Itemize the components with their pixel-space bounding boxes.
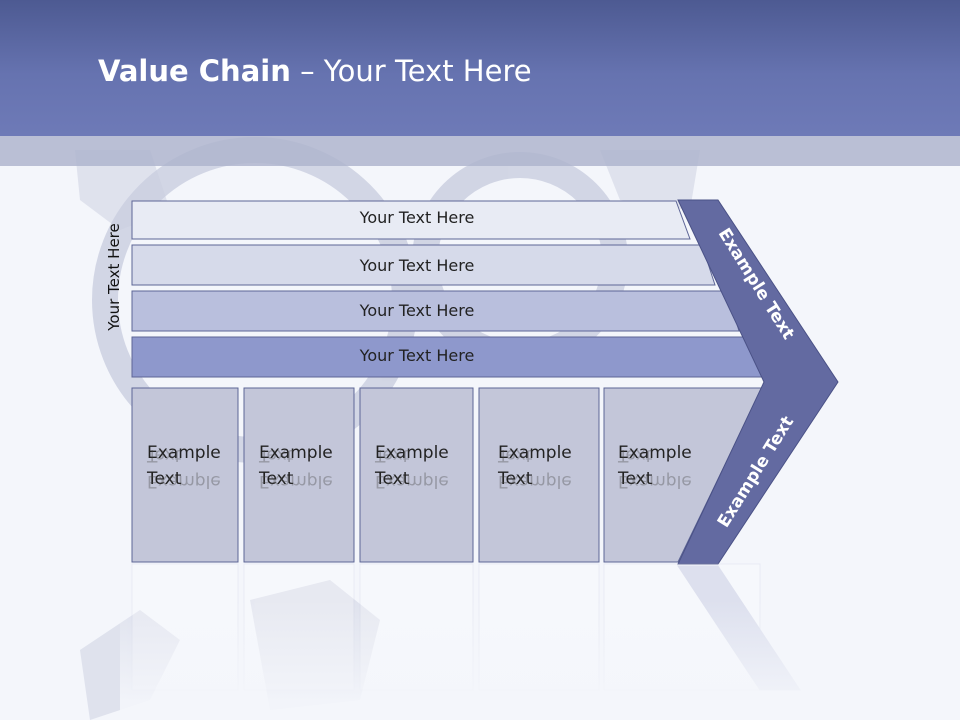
value-bar-2: [131, 244, 716, 286]
header-band: [0, 136, 960, 166]
header-banner: [0, 0, 960, 136]
activity-column-1: [131, 387, 239, 563]
reflection-fade: [120, 600, 860, 720]
activity-column-2: [243, 387, 355, 563]
activity-column-3: [359, 387, 474, 563]
bar-label-1: Your Text Here: [359, 208, 475, 227]
bar-label-4: Your Text Here: [359, 346, 475, 365]
value-chain-chevron: [677, 199, 839, 565]
page-title: Value Chain – Your Text Here: [98, 54, 532, 88]
value-bar-1: [131, 200, 691, 240]
title-rest: – Your Text Here: [290, 54, 532, 88]
bar-label-3: Your Text Here: [359, 301, 475, 320]
activity-column-5: [603, 387, 763, 563]
activity-column-4: [478, 387, 600, 563]
value-bar-3: [131, 290, 740, 332]
title-bold: Value Chain: [98, 54, 291, 88]
bar-label-2: Your Text Here: [359, 256, 475, 275]
